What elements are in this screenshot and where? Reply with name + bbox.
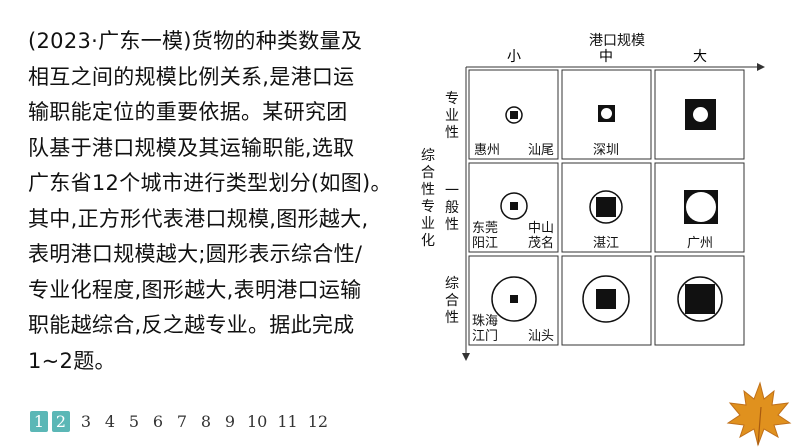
cell-specialized-large: [654, 69, 745, 160]
y-axis-title-char: 化: [421, 233, 435, 249]
cell-comprehensive-medium: [561, 255, 652, 346]
symbol-comprehensive-medium: [582, 275, 630, 323]
y-axis-title-char: 合: [421, 165, 435, 181]
page-link-11[interactable]: 11: [277, 412, 298, 431]
page-link-5[interactable]: 5: [128, 412, 140, 431]
y-axis-title-char: 综: [421, 148, 435, 164]
symbol-specialized-small: [505, 106, 523, 124]
symbol-general-small: [500, 192, 528, 220]
question-line: 其中,正方形代表港口规模,图形越大,: [28, 206, 369, 231]
page-link-3[interactable]: 3: [80, 412, 92, 431]
row-label-char: 专: [445, 91, 459, 107]
row-label-comprehensive: 综合性: [445, 276, 459, 326]
row-label-char: 性: [445, 310, 459, 326]
page-link-2[interactable]: 2: [52, 411, 70, 432]
city-label: 惠州: [474, 143, 500, 158]
question-line: 职能越综合,反之越专业。据此完成: [28, 313, 355, 337]
city-label: 广州: [687, 236, 713, 251]
city-label: 深圳: [593, 143, 619, 158]
column-label-small: 小: [507, 49, 521, 65]
question-line: 相互之间的规模比例关系,是港口运: [28, 64, 355, 89]
symbol-comprehensive-large: [677, 276, 723, 322]
page-link-7[interactable]: 7: [176, 412, 188, 431]
row-label-general: 一般性: [445, 183, 459, 233]
question-line: 输职能定位的重要依据。某研究团: [28, 100, 348, 124]
maple-leaf-icon: [726, 381, 792, 447]
cell-grid: [468, 69, 745, 346]
cell-comprehensive-small: [468, 255, 559, 346]
symbol-general-medium: [589, 190, 623, 224]
page-link-9[interactable]: 9: [224, 412, 236, 431]
row-label-char: 业: [445, 108, 459, 124]
city-label: 茂名: [528, 235, 554, 251]
city-label: 汕尾: [528, 143, 554, 158]
row-label-char: 般: [445, 200, 459, 216]
row-label-char: 性: [445, 217, 459, 233]
question-line: 1~2题。: [28, 348, 116, 373]
column-label-medium: 中: [599, 49, 613, 65]
cell-specialized-medium: [561, 69, 652, 160]
question-text: (2023·广东一模)货物的种类数量及 相互之间的规模比例关系,是港口运 输职能…: [28, 24, 392, 379]
row-label-char: 合: [445, 293, 459, 309]
page-link-4[interactable]: 4: [104, 412, 116, 431]
cell-specialized-small: [468, 69, 559, 160]
city-label: 湛江: [593, 236, 619, 251]
row-label-char: 一: [445, 183, 459, 199]
question-line: (2023·广东一模)货物的种类数量及: [28, 29, 363, 53]
city-label: 东莞: [472, 221, 498, 236]
question-line: 表明港口规模越大;圆形表示综合性/: [28, 242, 363, 266]
x-axis-title: 港口规模: [589, 33, 645, 49]
question-line: 队基于港口规模及其运输职能,选取: [28, 135, 355, 160]
city-label: 阳江: [472, 236, 498, 251]
page-link-6[interactable]: 6: [152, 412, 164, 431]
page-link-8[interactable]: 8: [200, 412, 212, 431]
cell-general-medium: [561, 162, 652, 253]
symbol-comprehensive-small: [491, 276, 537, 322]
row-label-char: 性: [445, 125, 459, 141]
row-label-char: 综: [445, 276, 459, 292]
y-axis-title: 综 合 性 专 业 化: [421, 148, 435, 249]
question-line: 专业化程度,图形越大,表明港口运输: [28, 277, 362, 302]
cell-comprehensive-large: [654, 255, 745, 346]
page-link-10[interactable]: 10: [247, 412, 268, 431]
column-label-large: 大: [693, 49, 707, 65]
cell-general-small: [468, 162, 559, 253]
y-axis-title-char: 性: [421, 182, 435, 198]
symbol-specialized-large: [685, 99, 716, 130]
city-label: 江门: [472, 329, 498, 344]
y-axis-title-char: 业: [421, 216, 435, 232]
question-line: 广东省12个城市进行类型划分(如图)。: [28, 171, 392, 195]
symbol-specialized-medium: [598, 105, 615, 122]
row-label-specialized: 专业性: [445, 91, 459, 141]
page-link-12[interactable]: 12: [307, 412, 329, 431]
city-label: 中山: [528, 221, 554, 236]
city-label: 汕头: [528, 329, 554, 344]
y-axis-title-char: 专: [421, 199, 435, 215]
cell-general-large: [654, 162, 745, 253]
symbol-general-large: [684, 190, 718, 224]
city-label: 珠海: [472, 314, 498, 329]
page-link-1[interactable]: 1: [30, 411, 48, 432]
